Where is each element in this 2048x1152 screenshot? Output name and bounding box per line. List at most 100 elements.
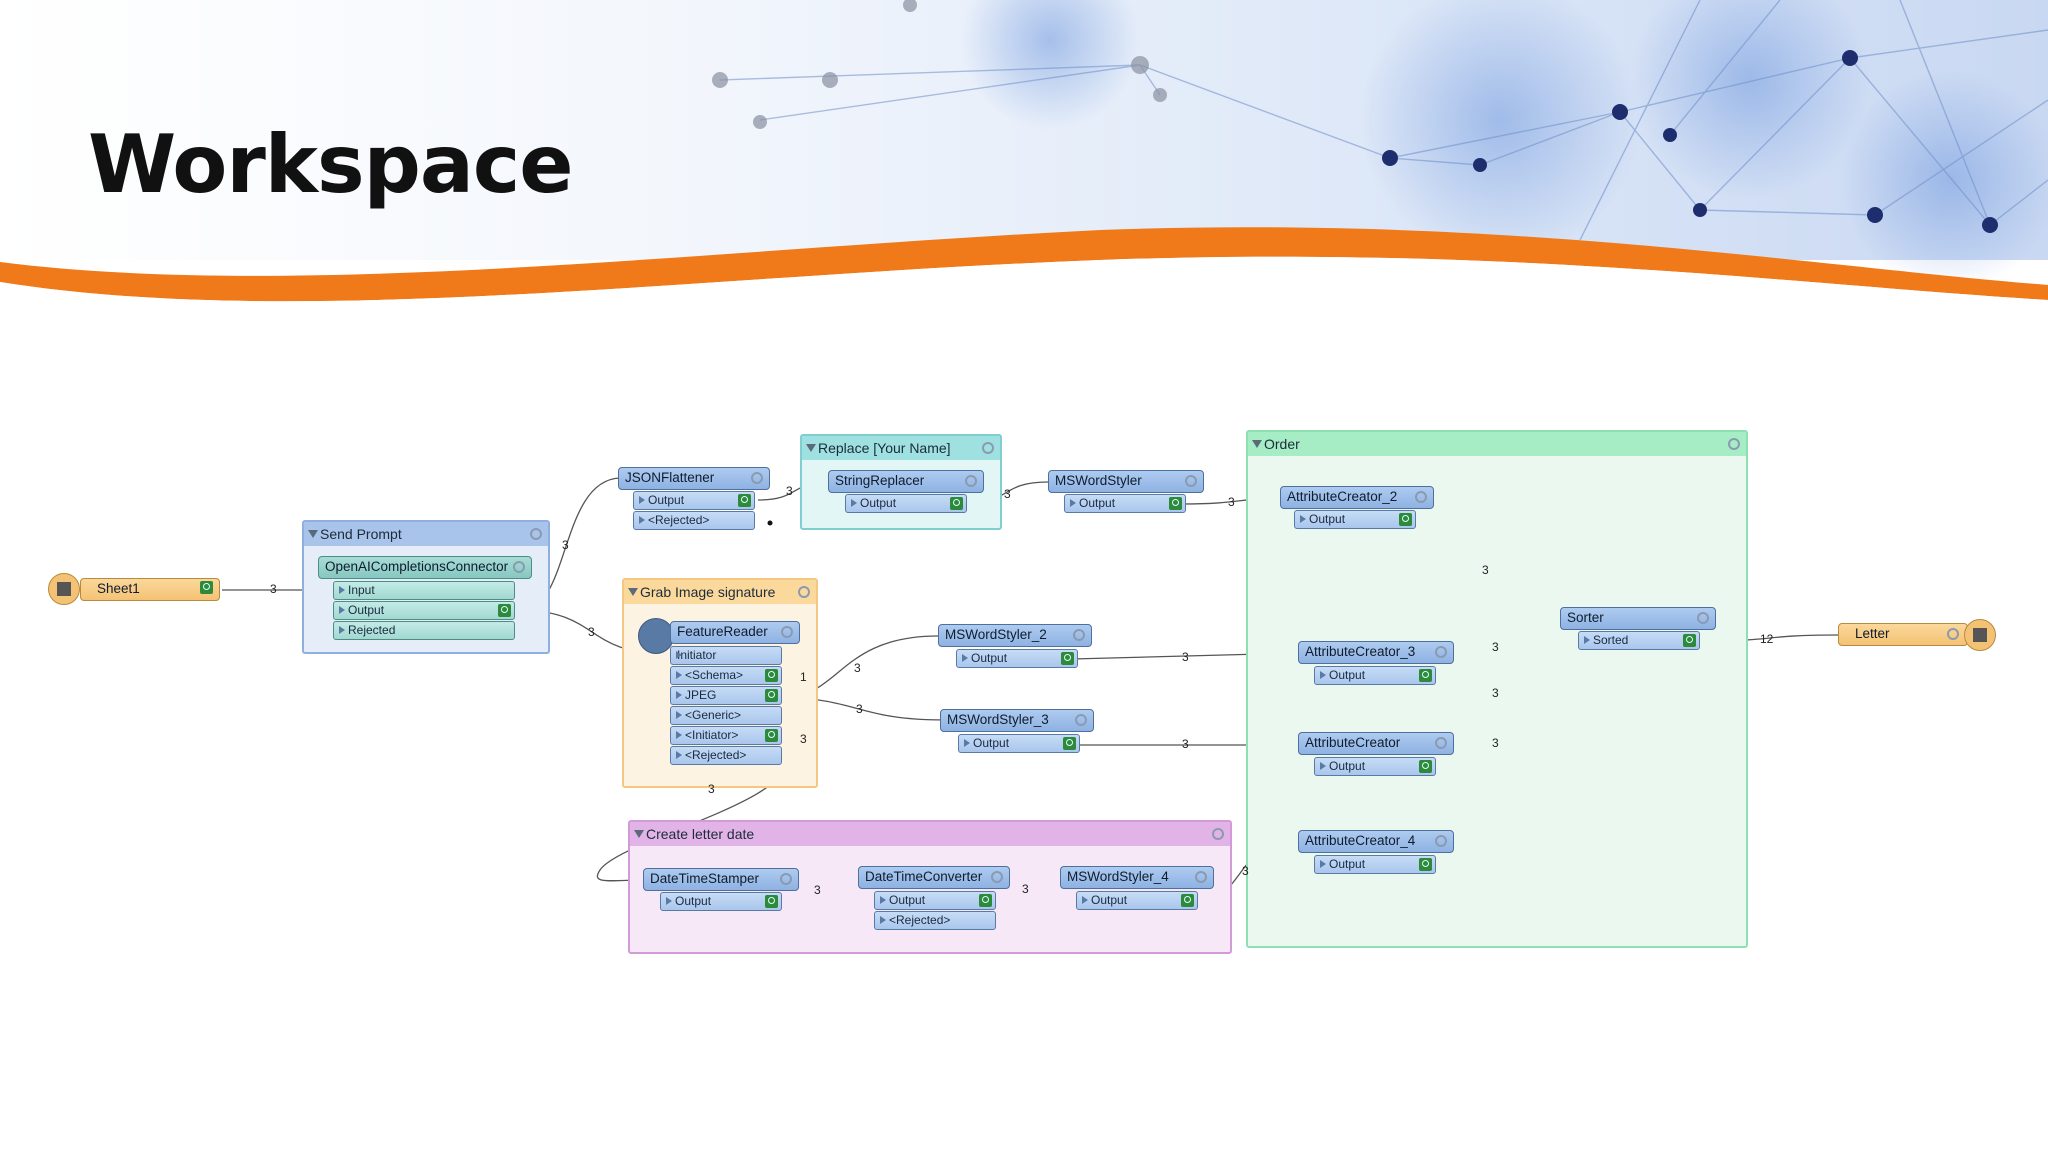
inspect-icon[interactable]: [738, 494, 751, 507]
gear-icon[interactable]: [530, 528, 542, 540]
port-generic[interactable]: <Generic>: [670, 706, 782, 725]
mswordstyler-node[interactable]: MSWordStyler: [1048, 470, 1204, 493]
node-label: MSWordStyler: [1055, 473, 1142, 488]
inspect-icon[interactable]: [200, 581, 213, 594]
port-output[interactable]: Output: [958, 734, 1080, 753]
port-label: Output: [860, 496, 897, 510]
gear-icon[interactable]: [1697, 612, 1709, 624]
reader-sheet1[interactable]: [48, 573, 80, 605]
jsonflattener-node[interactable]: JSONFlattener: [618, 467, 770, 490]
port-rejected[interactable]: <Rejected>: [874, 911, 996, 930]
port-rejected[interactable]: <Rejected>: [633, 511, 755, 530]
port-rejected[interactable]: Rejected: [333, 621, 515, 640]
mswordstyler-2-node[interactable]: MSWordStyler_2: [938, 624, 1092, 647]
attributecreator-3-node[interactable]: AttributeCreator_3: [1298, 641, 1454, 664]
bookmark-title: Order: [1248, 432, 1746, 456]
port-output[interactable]: Output: [1294, 510, 1416, 529]
openai-connector[interactable]: OpenAICompletionsConnector: [318, 556, 532, 579]
gear-icon[interactable]: [1435, 737, 1447, 749]
inspect-icon[interactable]: [765, 669, 778, 682]
attributecreator-4-node[interactable]: AttributeCreator_4: [1298, 830, 1454, 853]
port-rejected[interactable]: <Rejected>: [670, 746, 782, 765]
inspect-icon[interactable]: [1419, 760, 1432, 773]
port-jpeg[interactable]: JPEG: [670, 686, 782, 705]
inspect-icon[interactable]: [765, 729, 778, 742]
inspect-icon[interactable]: [1399, 513, 1412, 526]
node-label: OpenAICompletionsConnector: [325, 559, 509, 574]
datetimeconverter-node[interactable]: DateTimeConverter: [858, 866, 1010, 889]
feature-count: 3: [1228, 495, 1235, 509]
inspect-icon[interactable]: [950, 497, 963, 510]
inspect-icon[interactable]: [1063, 737, 1076, 750]
mswordstyler-4-node[interactable]: MSWordStyler_4: [1060, 866, 1214, 889]
port-output[interactable]: Output: [845, 494, 967, 513]
port-initiator[interactable]: <Initiator>: [670, 726, 782, 745]
gear-icon[interactable]: [1212, 828, 1224, 840]
node-label: Sorter: [1567, 610, 1604, 625]
port-label: Output: [1329, 668, 1366, 682]
inspect-icon[interactable]: [979, 894, 992, 907]
gear-icon[interactable]: [780, 873, 792, 885]
gear-icon[interactable]: [781, 626, 793, 638]
port-label: Output: [648, 493, 685, 507]
gear-icon[interactable]: [982, 442, 994, 454]
inspect-icon[interactable]: [1181, 894, 1194, 907]
gear-icon[interactable]: [1435, 646, 1447, 658]
stringreplacer-node[interactable]: StringReplacer: [828, 470, 984, 493]
inspect-icon[interactable]: [765, 689, 778, 702]
port-output[interactable]: Output: [1314, 855, 1436, 874]
gear-icon[interactable]: [751, 472, 763, 484]
port-output[interactable]: Output: [1064, 494, 1186, 513]
port-output[interactable]: Output: [633, 491, 755, 510]
port-output[interactable]: Output: [333, 601, 515, 620]
inspect-icon[interactable]: [765, 895, 778, 908]
sorter-node[interactable]: Sorter: [1560, 607, 1716, 630]
gear-icon[interactable]: [1415, 491, 1427, 503]
port-sorted[interactable]: Sorted: [1578, 631, 1700, 650]
inspect-icon[interactable]: [1419, 669, 1432, 682]
gear-icon[interactable]: [1073, 629, 1085, 641]
attributecreator-2-node[interactable]: AttributeCreator_2: [1280, 486, 1434, 509]
sheet1-node[interactable]: Sheet1: [80, 578, 220, 601]
gear-icon[interactable]: [965, 475, 977, 487]
feature-count: 3: [708, 782, 715, 796]
port-output[interactable]: Output: [874, 891, 996, 910]
gear-icon[interactable]: [1435, 835, 1447, 847]
gear-icon[interactable]: [1947, 628, 1959, 640]
letter-writer-node[interactable]: Letter: [1838, 623, 1968, 646]
node-label: JSONFlattener: [625, 470, 715, 485]
page-title: Workspace: [88, 118, 574, 211]
port-input[interactable]: Input: [333, 581, 515, 600]
gear-icon[interactable]: [1075, 714, 1087, 726]
header-banner: [0, 0, 2048, 310]
feature-count: 3: [270, 582, 277, 596]
datetimestamper-node[interactable]: DateTimeStamper: [643, 868, 799, 891]
feature-count: 3: [1482, 563, 1489, 577]
inspect-icon[interactable]: [498, 604, 511, 617]
port-output[interactable]: Output: [1076, 891, 1198, 910]
attributecreator-node[interactable]: AttributeCreator: [1298, 732, 1454, 755]
port-initiator-in[interactable]: Initiator: [670, 646, 782, 665]
gear-icon[interactable]: [1195, 871, 1207, 883]
node-label: DateTimeStamper: [650, 871, 760, 886]
gear-icon[interactable]: [513, 561, 525, 573]
feature-count: 3: [588, 625, 595, 639]
inspect-icon[interactable]: [1683, 634, 1696, 647]
port-output[interactable]: Output: [1314, 666, 1436, 685]
inspect-icon[interactable]: [1419, 858, 1432, 871]
port-output[interactable]: Output: [660, 892, 782, 911]
port-output[interactable]: Output: [956, 649, 1078, 668]
feature-count: 12: [1760, 632, 1774, 646]
gear-icon[interactable]: [1728, 438, 1740, 450]
inspect-icon[interactable]: [1169, 497, 1182, 510]
port-schema[interactable]: <Schema>: [670, 666, 782, 685]
port-output[interactable]: Output: [1314, 757, 1436, 776]
featurereader-node[interactable]: FeatureReader: [670, 621, 800, 644]
mswordstyler-3-node[interactable]: MSWordStyler_3: [940, 709, 1094, 732]
node-label: AttributeCreator_4: [1305, 833, 1416, 848]
table-icon: [1973, 628, 1987, 642]
inspect-icon[interactable]: [1061, 652, 1074, 665]
gear-icon[interactable]: [1185, 475, 1197, 487]
gear-icon[interactable]: [798, 586, 810, 598]
gear-icon[interactable]: [991, 871, 1003, 883]
